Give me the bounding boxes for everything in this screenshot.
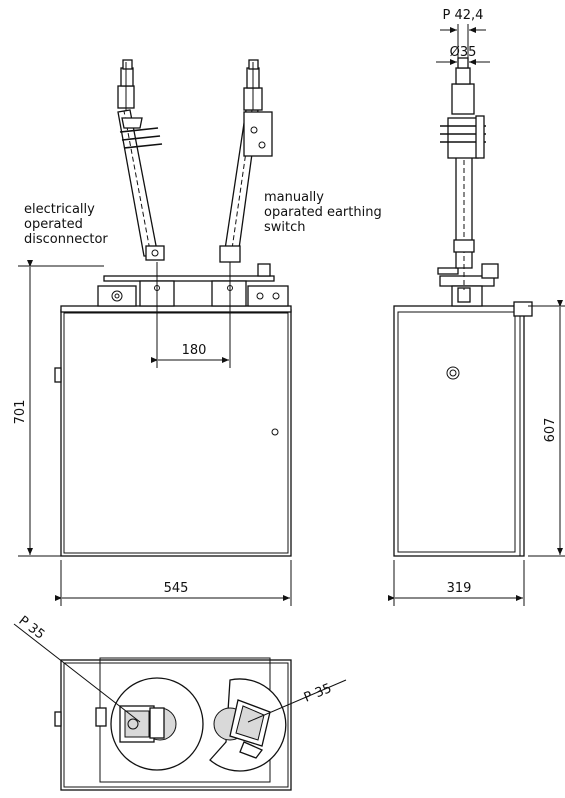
plan-view: P 35 P 35	[13, 613, 347, 791]
dim-pitch-left-plan: P 35	[16, 613, 48, 642]
dim-height-front: 701	[13, 400, 28, 425]
dim-pitch-top: P 42,4	[443, 8, 484, 23]
front-mounting-plate	[103, 275, 275, 282]
front-motor-box	[97, 285, 137, 307]
dim-width-front: 545	[164, 581, 189, 596]
front-cabinet-body	[60, 309, 292, 557]
front-view: 180 701 545 electrically operated discon…	[13, 59, 386, 606]
front-cabinet-lid	[60, 305, 292, 313]
front-left-insulator	[117, 59, 165, 261]
label-earthing-switch: manually oparated earthing switch	[264, 190, 386, 235]
side-lock	[446, 366, 460, 380]
front-hinge	[54, 367, 62, 383]
label-disconnector: electrically operated disconnector	[24, 202, 108, 247]
side-view: P 42,4 Ø35 607 319	[388, 8, 565, 606]
dim-depth-side: 319	[447, 581, 472, 596]
dim-pole-spacing: 180	[182, 343, 207, 358]
front-right-insulator	[219, 59, 273, 263]
dim-height-side: 607	[543, 418, 558, 443]
front-lock	[271, 428, 279, 436]
dim-pitch-right-plan: P 35	[302, 681, 334, 706]
dim-diameter-top: Ø35	[450, 45, 477, 60]
front-earth-box	[247, 285, 289, 307]
side-insulator	[440, 57, 486, 290]
side-cabinet-body	[393, 305, 525, 557]
